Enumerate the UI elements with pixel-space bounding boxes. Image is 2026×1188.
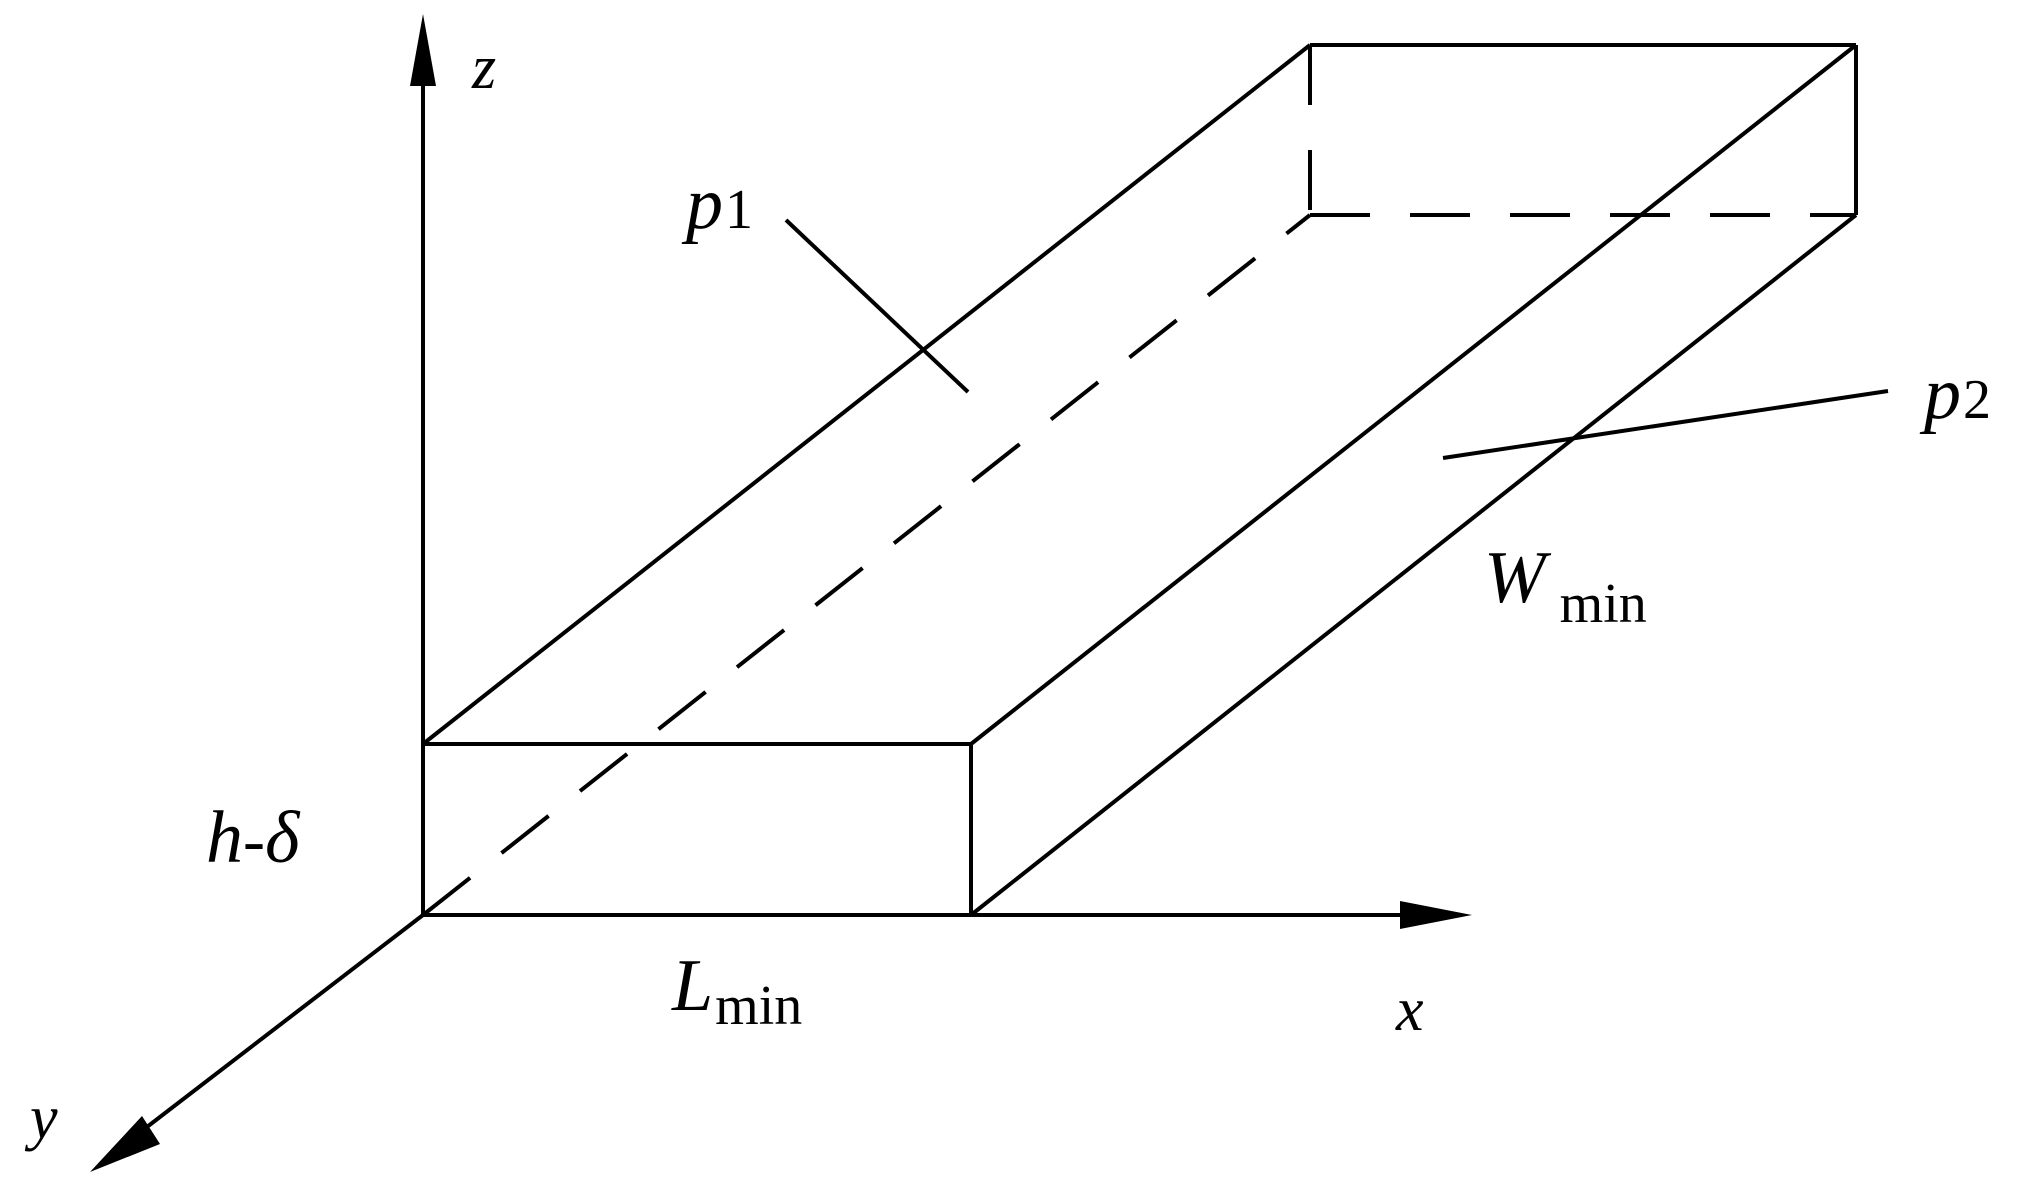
y-axis-arrowhead (90, 1116, 160, 1172)
y-axis (128, 913, 425, 1142)
p2-leader-line (1442, 389, 1889, 460)
p1-leader-line (784, 218, 970, 394)
y-axis-label: y (24, 1084, 58, 1152)
front-face (421, 742, 973, 917)
height-label: h-δ (206, 797, 301, 879)
x-axis-label: x (1395, 976, 1424, 1044)
z-axis-label: z (471, 34, 496, 102)
top-left-edge (421, 43, 1312, 746)
l-min-label: Lmin (671, 945, 802, 1037)
z-axis-arrowhead (410, 14, 436, 86)
p2-label: p2 (1919, 353, 1991, 435)
bottom-right-edge (969, 213, 1858, 917)
p1-label: p1 (681, 163, 753, 245)
top-right-edge (969, 43, 1858, 746)
x-axis-arrowhead (1400, 901, 1472, 929)
hidden-bottom-left-edge (421, 213, 1312, 917)
